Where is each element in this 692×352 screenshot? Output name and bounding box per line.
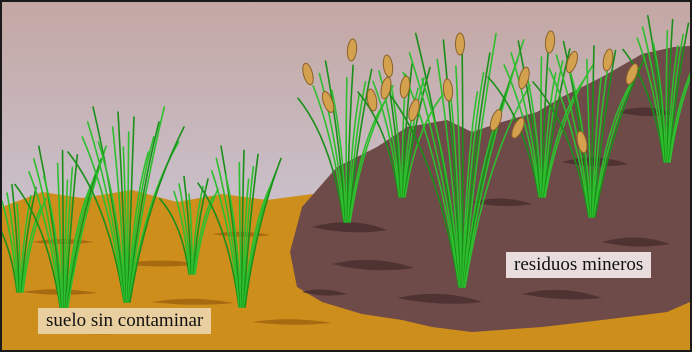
clean-soil-label: suelo sin contaminar — [38, 308, 211, 334]
mine-waste-label: residuos mineros — [506, 252, 651, 278]
seed-head-icon — [456, 33, 465, 55]
